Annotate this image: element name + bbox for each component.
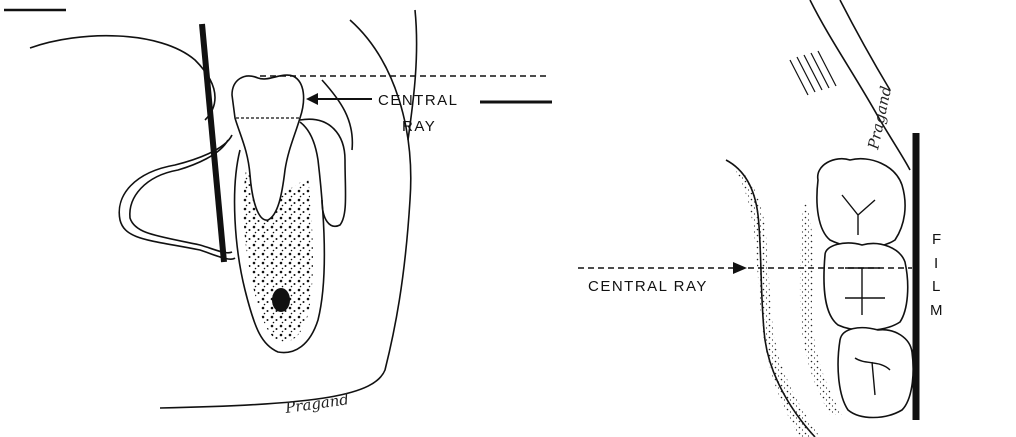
film-letter-i: I: [934, 255, 940, 272]
left-figure: [4, 10, 552, 408]
arrow-head-right: [733, 262, 747, 274]
arrow-head-left: [306, 93, 318, 105]
film-letter-f: F: [932, 231, 943, 248]
right-figure: [578, 0, 916, 437]
palate-outline: [30, 36, 215, 120]
cheek-hatching: [790, 51, 836, 95]
central-ray-label-right: CENTRAL RAY: [588, 278, 708, 295]
film-label: F I L M: [930, 231, 944, 319]
cheek-contour-2: [840, 0, 890, 90]
film-letter-m: M: [930, 302, 944, 319]
molar-bottom: [838, 328, 913, 418]
apex-dark-spot: [272, 288, 290, 312]
central-ray-label-line2: RAY: [402, 118, 436, 135]
artist-signature-right: Pragand: [864, 84, 895, 151]
cheek-contour-1: [810, 0, 910, 170]
film-bar-left: [202, 24, 224, 262]
film-letter-l: L: [932, 278, 942, 295]
molar-top: [817, 159, 905, 248]
gum-right-line: [322, 80, 352, 150]
molar-middle: [824, 243, 908, 330]
artist-signature-left: Pragand: [283, 390, 350, 417]
central-ray-label-line1: CENTRAL: [378, 92, 459, 109]
